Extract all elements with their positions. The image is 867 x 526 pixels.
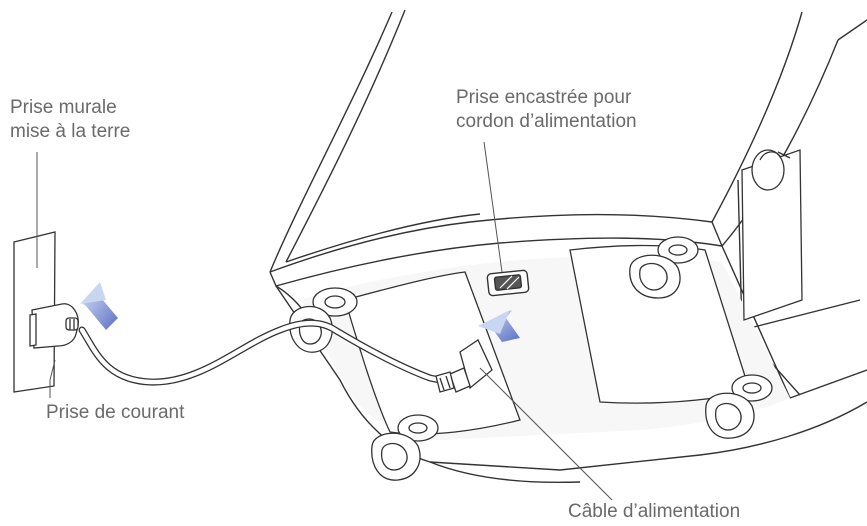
appliance-connector [435,339,493,393]
power-inlet-label: Prise encastrée pour cordon d’alimentati… [456,86,637,134]
caster-bottom-right [705,374,773,439]
wall-outlet-label: Prise murale mise à la terre [10,96,130,144]
power-cable-label: Câble d’alimentation [568,500,740,524]
power-inlet-label-line1: Prise encastrée pour [456,87,632,108]
power-cable-label-text: Câble d’alimentation [568,501,741,522]
wall-outlet-label-line1: Prise murale [10,97,117,118]
leader-lines [36,141,613,501]
caster-bottom-left [371,414,439,481]
power-inlet-label-line2: cordon d’alimentation [456,111,637,132]
arrow-connector-direction-head [478,310,510,334]
plug-label: Prise de courant [46,401,184,425]
wall-plug [29,303,79,349]
left-recess-panel [344,271,521,435]
arrow-plug-direction [82,284,118,330]
caster-top-right [629,236,699,299]
wall-outlet-label-line2: mise à la terre [10,121,131,142]
right-recess-panel [569,244,751,404]
side-knob [751,149,791,191]
power-inlet [486,269,530,297]
plug-label-text: Prise de courant [46,402,185,423]
power-cord [78,319,454,386]
arrow-plug-direction-head [80,282,106,304]
